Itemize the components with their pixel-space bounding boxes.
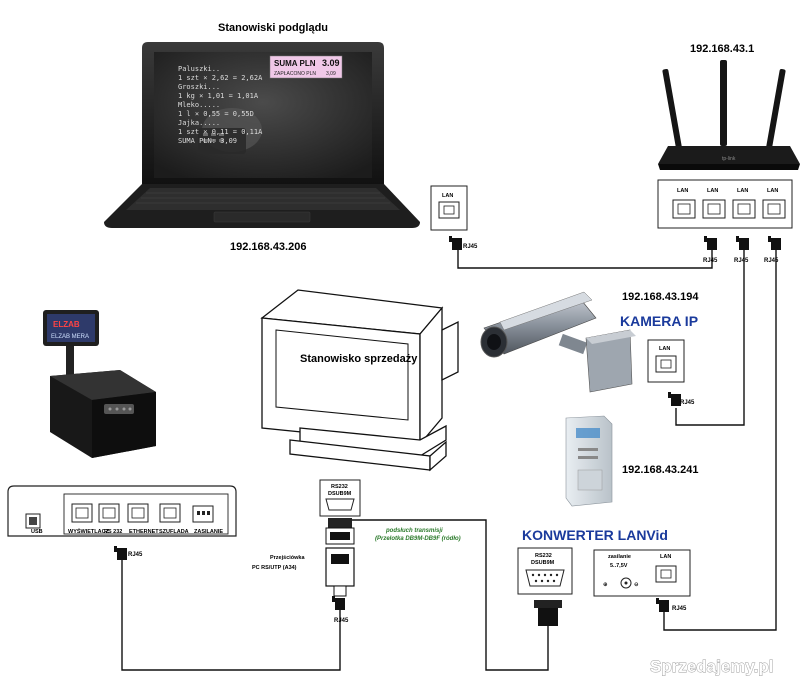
converter-rs232-port: RS232 DSUB9M — [517, 547, 573, 595]
screen-display-bottom: ZAPŁACONO PLN — [274, 71, 316, 77]
router: tp-link — [658, 60, 800, 170]
view-station-title: Stanowiski podglądu — [218, 22, 328, 34]
svg-text:⊕: ⊕ — [603, 582, 608, 588]
laptop-lan-port: LAN — [430, 185, 468, 231]
converter-db9-plug — [534, 600, 562, 626]
screen-display-bottom-value: 3,09 — [326, 71, 336, 77]
screen-line-7: Jajka..... — [178, 119, 220, 127]
svg-text:LAN: LAN — [737, 188, 748, 194]
router-lan-ports: LAN LAN LAN LAN — [657, 179, 793, 229]
power-label: zasilanie — [608, 554, 631, 560]
adapter-label-1: Przejściówka — [270, 555, 305, 561]
screen-line-9: SUMA PLN: 3,09 — [178, 137, 237, 145]
svg-text:LAN: LAN — [660, 554, 671, 560]
svg-text:RJ45: RJ45 — [672, 606, 687, 612]
screen-display-top: SUMA PLN — [274, 59, 316, 68]
svg-text:RJ45: RJ45 — [764, 258, 779, 264]
laptop-ip: 192.168.43.206 — [230, 241, 306, 253]
port-label-drawer: SZUFLADA — [159, 529, 189, 535]
screen-line-1: Paluszki.. — [178, 65, 220, 73]
router-port-2: LAN — [702, 188, 726, 219]
screen-line-6: 1 l × 0,55 = 0,55D — [178, 110, 254, 118]
port-label-display: WYŚWIETLACZ — [68, 528, 110, 535]
svg-text:RJ45: RJ45 — [703, 258, 718, 264]
cable-camera-router — [675, 250, 745, 426]
cable-converter-router — [663, 250, 777, 631]
svg-text:LAN: LAN — [659, 346, 670, 352]
svg-text:RJ45: RJ45 — [734, 258, 749, 264]
printer-rj45-plug: RJ45 — [114, 546, 143, 560]
cable-pos-converter — [339, 519, 549, 671]
svg-text:LAN: LAN — [442, 193, 453, 199]
svg-text:RJ45: RJ45 — [463, 244, 478, 250]
adapter-label-2: PC RS/UTP (A34) — [252, 565, 297, 571]
sale-station-title: Stanowisko sprzedaży — [300, 353, 418, 365]
printer-brand: ELZAB — [53, 320, 80, 329]
svg-text:LAN: LAN — [767, 188, 778, 194]
cable-printer-adapter — [121, 560, 341, 671]
transmission-label-2: (Przelotka DB9M-DB9F (ródło) — [375, 536, 461, 542]
camera-ip: 192.168.43.194 — [622, 291, 699, 303]
fiscal-printer: ELZAB ELZAB MERA — [43, 310, 156, 458]
svg-text:RJ45: RJ45 — [680, 400, 695, 406]
converter-title: KONWERTER LANVid — [522, 527, 668, 543]
screen-line-8: 1 szt × 0,11 = 0,11A — [178, 128, 263, 136]
transmission-label-1: podsłuch transmisji — [385, 528, 443, 534]
converter-power-lan-panel: zasilanie 5..7,5V ⊕ ⊖ LAN — [593, 549, 691, 597]
screen-display-value: 3.09 — [322, 58, 340, 68]
converter-ip: 192.168.43.241 — [622, 464, 698, 476]
svg-text:⊖: ⊖ — [634, 582, 639, 588]
svg-text:tp-link: tp-link — [722, 156, 736, 162]
camera-rj45-plug: RJ45 — [668, 392, 695, 406]
router-ip: 192.168.43.1 — [690, 43, 754, 55]
svg-text:RS232: RS232 — [331, 484, 348, 490]
svg-text:RS232: RS232 — [535, 553, 552, 559]
db9-pass-through — [325, 518, 355, 545]
port-label-power: ZASILANIE — [194, 529, 223, 535]
laptop: SUMA PLN 3.09 ZAPŁACONO PLN 3,09 Paluszk… — [104, 42, 420, 228]
router-rj45-plugs: RJ45 RJ45 RJ45 — [703, 236, 781, 264]
cable-laptop-router — [457, 250, 713, 269]
port-label-usb: USB — [31, 529, 43, 535]
adapter-rj45-plug: RJ45 — [332, 596, 349, 624]
router-port-3: LAN — [732, 188, 756, 219]
camera-title: KAMERA IP — [620, 313, 698, 329]
port-label-ethernet: ETHERNET — [129, 529, 159, 535]
screen-line-3: Groszki... — [178, 83, 220, 91]
router-port-4: LAN — [762, 188, 786, 219]
pos-terminal — [260, 289, 459, 472]
printer-usb-port — [25, 513, 41, 529]
power-value: 5..7,5V — [610, 563, 628, 569]
port-label-rs232: RS 232 — [104, 529, 122, 535]
svg-text:LAN: LAN — [677, 188, 688, 194]
svg-text:RJ45: RJ45 — [334, 618, 349, 624]
router-port-1: LAN — [672, 188, 696, 219]
camera-lan-port: LAN — [647, 339, 685, 383]
svg-text:LAN: LAN — [707, 188, 718, 194]
lanvid-converter — [565, 415, 613, 507]
svg-text:DSUB9M: DSUB9M — [531, 560, 555, 566]
printer-back-panel: USB WYŚWIETLACZ RS 232 ETHERNET SZUFLADA… — [7, 485, 237, 537]
screen-line-2: 1 szt × 2,62 = 2,62A — [178, 74, 263, 82]
svg-text:RJ45: RJ45 — [128, 552, 143, 558]
screen-line-4: 1 kg × 1,01 = 1,01A — [178, 92, 259, 100]
rs-utp-adapter — [325, 547, 355, 597]
screen-line-5: Mleko..... — [178, 101, 220, 109]
watermark: Sprzedajemy.pl — [650, 657, 773, 676]
converter-rj45-plug: RJ45 — [656, 598, 687, 612]
pos-rs232-port: RS232 DSUB9M — [319, 479, 361, 517]
printer-display: ELZAB MERA — [51, 334, 89, 340]
svg-text:DSUB9M: DSUB9M — [328, 491, 352, 497]
ip-camera — [480, 291, 636, 393]
laptop-rj45-plug: RJ45 — [449, 236, 478, 250]
